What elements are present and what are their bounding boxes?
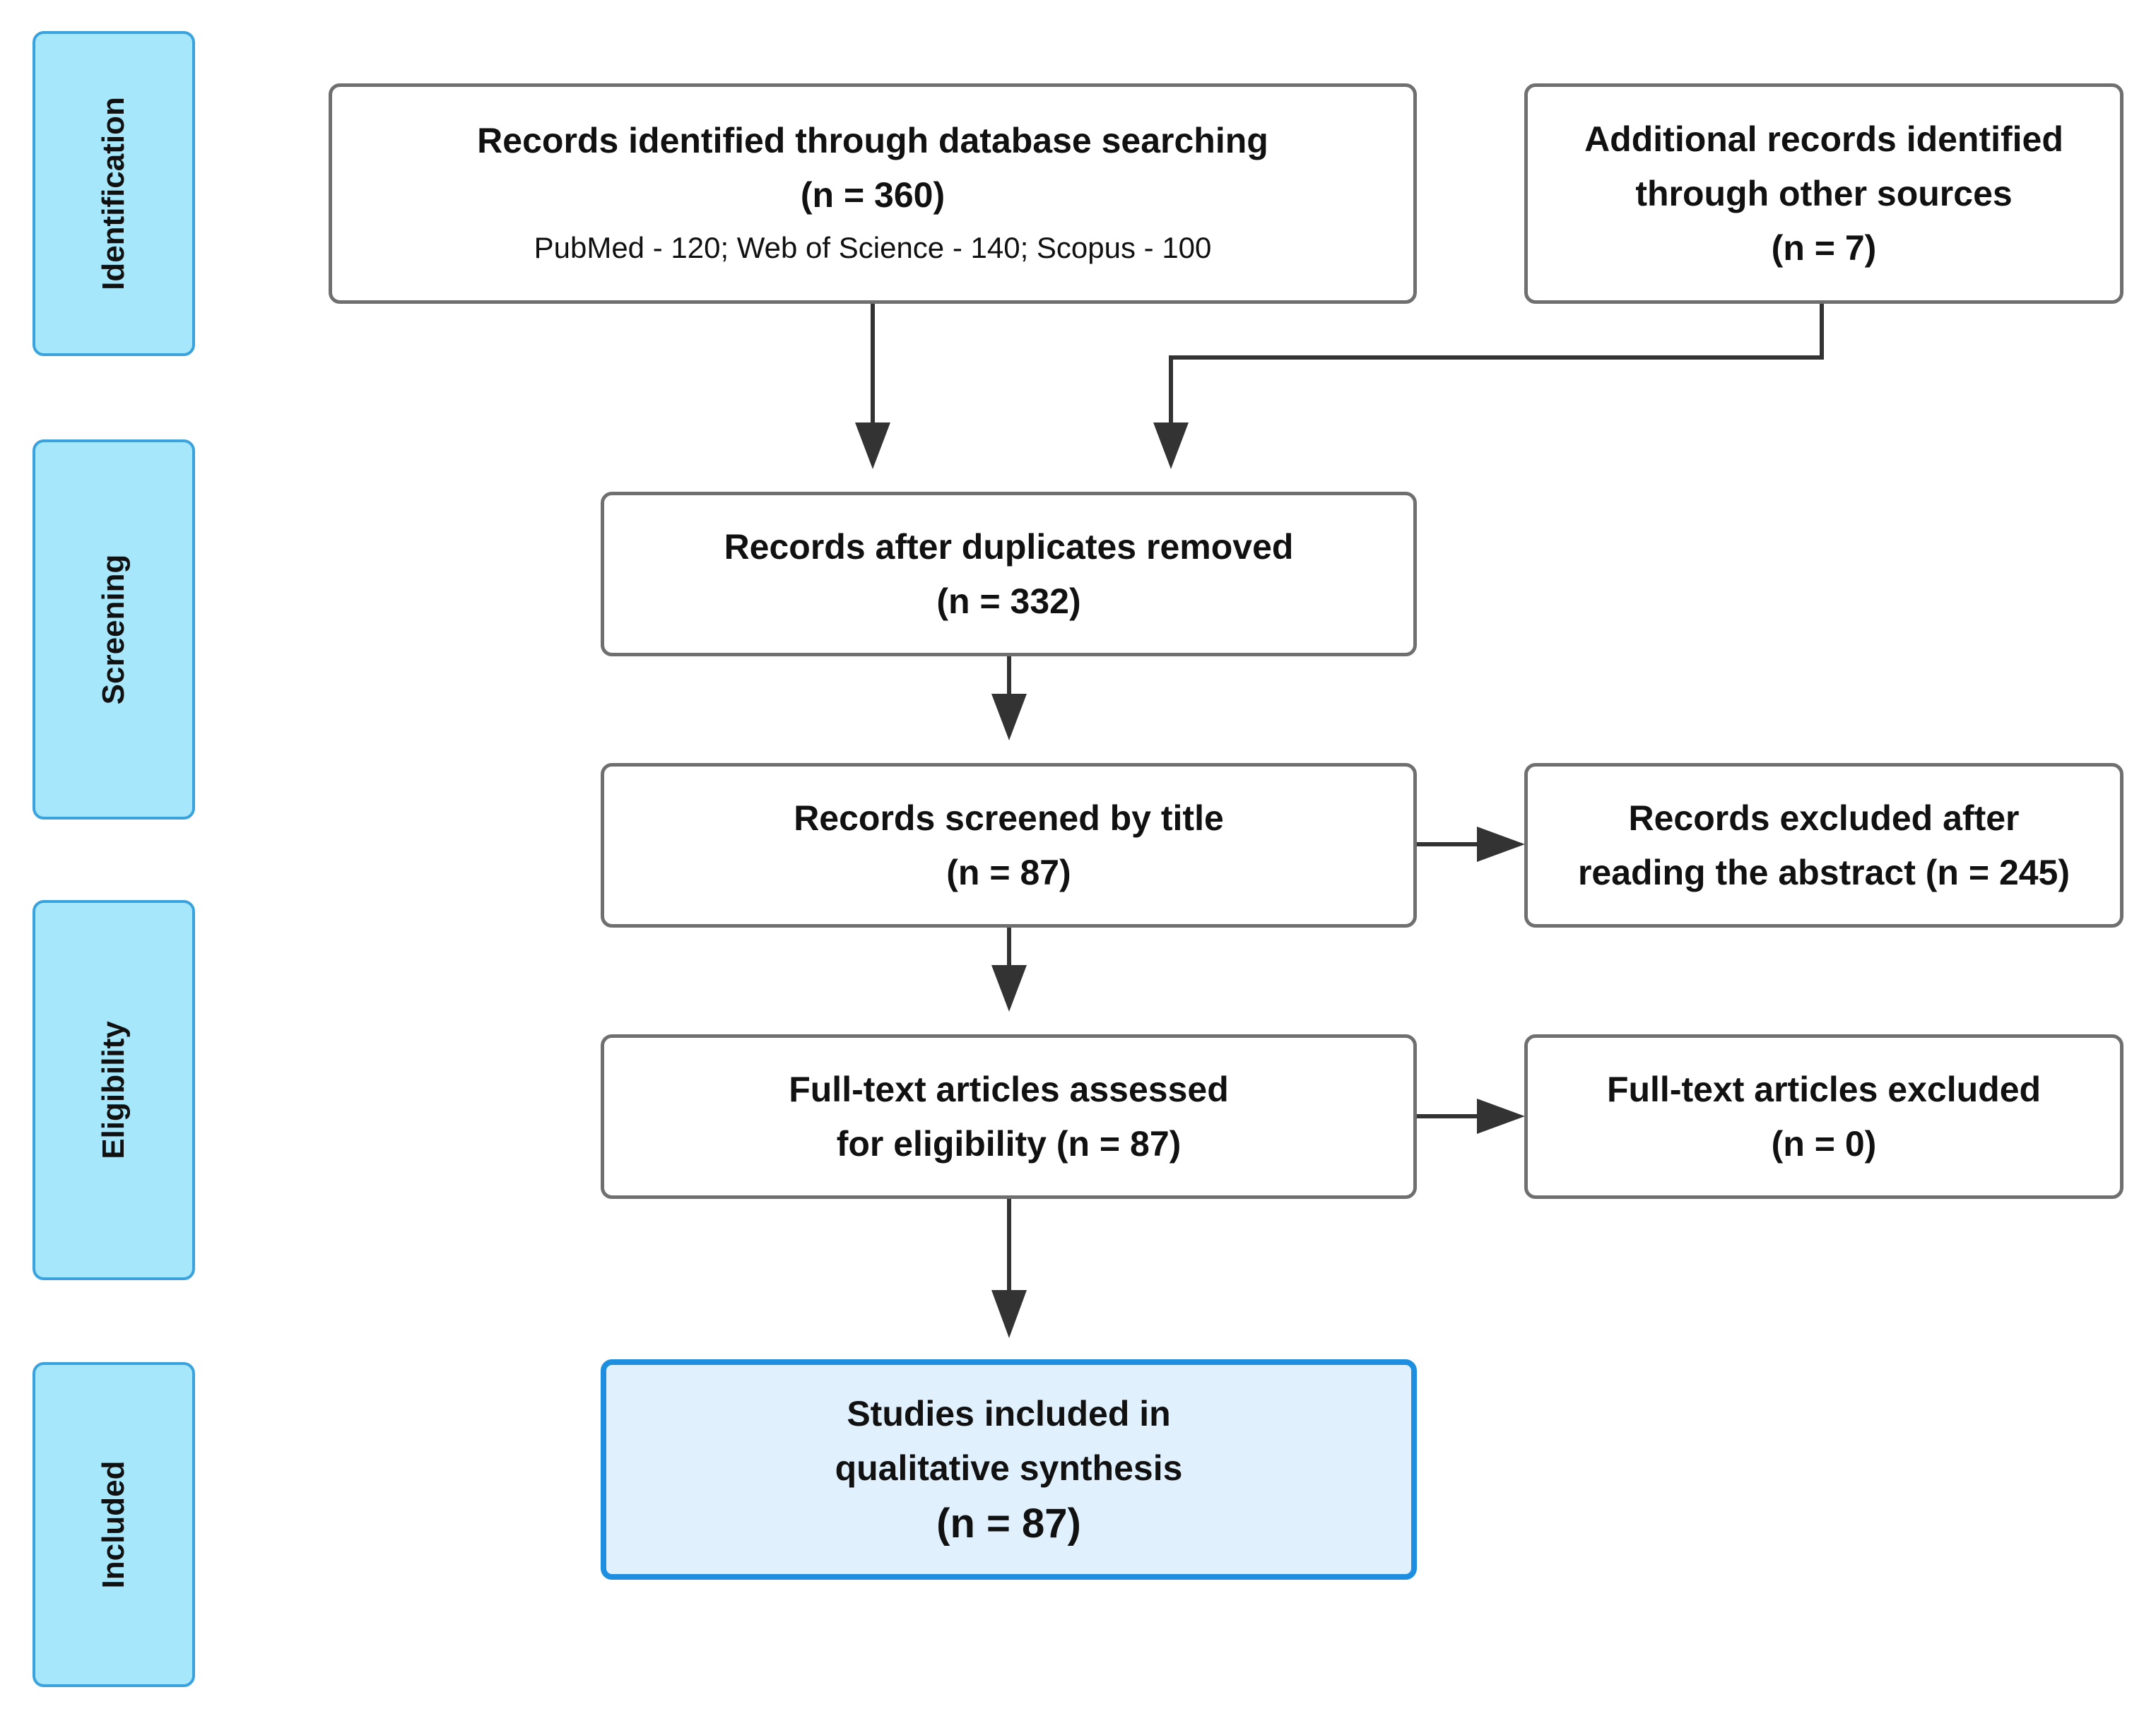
stage-included: Included: [33, 1362, 195, 1687]
excluded-abstract-line2: reading the abstract (n = 245): [1577, 852, 2070, 892]
duplicates-removed-count: (n = 332): [936, 581, 1081, 621]
arrowhead-fulltext-to-included: [991, 1290, 1027, 1338]
screened-title-title: Records screened by title: [794, 798, 1224, 838]
fulltext-excluded-count: (n = 0): [1771, 1123, 1877, 1164]
other-sources-count: (n = 7): [1771, 227, 1877, 268]
fulltext-assessed-line2: for eligibility (n = 87): [836, 1123, 1182, 1164]
stage-identification: Identification: [33, 31, 195, 356]
database-search-count: (n = 360): [800, 175, 946, 215]
arrowhead-duplicates-to-screened: [991, 694, 1027, 740]
stage-screening: Screening: [33, 439, 195, 820]
included-studies-line2: qualitative synthesis: [835, 1448, 1183, 1488]
database-search-title: Records identified through database sear…: [477, 121, 1268, 160]
arrowhead-screened-to-excluded: [1477, 827, 1525, 862]
excluded-abstract-line1: Records excluded after: [1628, 798, 2020, 838]
box-screened-title: Records screened by title (n = 87): [601, 763, 1417, 928]
arrowhead-database-to-duplicates: [855, 422, 890, 469]
other-sources-line2: through other sources: [1635, 173, 2013, 213]
box-other-sources: Additional records identified through ot…: [1524, 83, 2123, 304]
database-search-detail: PubMed - 120; Web of Science - 140; Scop…: [534, 231, 1212, 264]
screened-title-count: (n = 87): [946, 852, 1071, 892]
fulltext-excluded-title: Full-text articles excluded: [1606, 1069, 2042, 1109]
box-excluded-abstract: Records excluded after reading the abstr…: [1524, 763, 2123, 928]
arrow-other-to-duplicates-line: [1169, 302, 1824, 424]
box-included-studies: Studies included in qualitative synthesi…: [601, 1359, 1417, 1580]
included-studies-line1: Studies included in: [847, 1394, 1171, 1433]
fulltext-assessed-line1: Full-text articles assessed: [789, 1069, 1229, 1109]
included-studies-count: (n = 87): [936, 1501, 1081, 1547]
box-duplicates-removed: Records after duplicates removed (n = 33…: [601, 492, 1417, 656]
arrowhead-fulltext-to-excluded: [1477, 1099, 1525, 1134]
arrowhead-screened-to-fulltext: [991, 965, 1027, 1012]
box-database-search: Records identified through database sear…: [329, 83, 1417, 304]
other-sources-line1: Additional records identified: [1584, 119, 2063, 159]
box-fulltext-excluded: Full-text articles excluded (n = 0): [1524, 1034, 2123, 1199]
stage-eligibility: Eligibility: [33, 900, 195, 1280]
duplicates-removed-title: Records after duplicates removed: [724, 526, 1294, 567]
box-fulltext-assessed: Full-text articles assessed for eligibil…: [601, 1034, 1417, 1199]
arrowhead-other-to-duplicates: [1153, 422, 1189, 469]
